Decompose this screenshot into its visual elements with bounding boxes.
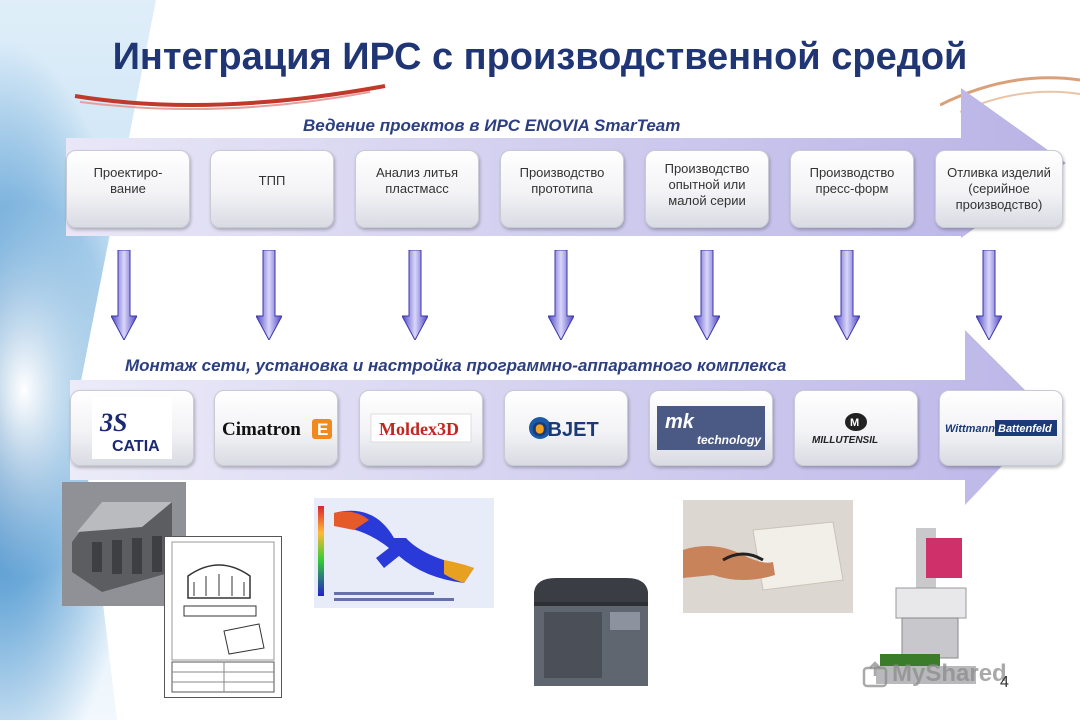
down-arrow: [111, 250, 137, 340]
down-arrow: [402, 250, 428, 340]
moldex3d-logo-text: Moldex3D: [379, 419, 459, 439]
down-arrow: [256, 250, 282, 340]
catia-logo: 3S CATIA: [92, 397, 172, 459]
band-label-network-setup: Монтаж сети, установка и настройка прогр…: [125, 356, 787, 375]
moldex3d-logo: Moldex3D: [370, 413, 472, 443]
stage-label: ТПП: [258, 172, 286, 188]
stage-label: Проектиро-вание: [93, 164, 163, 196]
cimatron-logo-accent: E: [317, 420, 328, 439]
stage-label: Производство пресс-форм: [809, 164, 895, 196]
down-arrow: [976, 250, 1002, 340]
millutensil-logo-box[interactable]: M MILLUTENSIL: [794, 390, 918, 466]
mk-technology-logo-box[interactable]: mk technology: [649, 390, 773, 466]
stage-label: Анализ литья пластмасс: [375, 164, 459, 196]
wittmann-logo-text: Wittmann: [945, 423, 995, 435]
injection-molding-machine-image: [876, 528, 976, 684]
prototype-part-photo: [683, 500, 853, 613]
mk-logo-subtext: technology: [697, 433, 762, 447]
band-label-project-management: Ведение проектов в ИРС ENOVIA SmarTeam: [303, 116, 681, 135]
stage-tpp[interactable]: ТПП: [210, 150, 334, 228]
objet-logo: OBJET: [529, 417, 599, 441]
stage-label: Производство опытной или малой серии: [664, 160, 750, 209]
stage-pilot-series[interactable]: Производство опытной или малой серии: [645, 150, 769, 228]
down-arrow: [548, 250, 574, 340]
svg-text:M: M: [850, 417, 859, 429]
stage-label: Производство прототипа: [519, 164, 605, 196]
page-number: 4: [1000, 674, 1009, 691]
stage-label: Отливка изделий (серийное производство): [947, 164, 1051, 213]
title-swoosh: [74, 84, 386, 111]
cimatron-logo-box[interactable]: Cimatron E: [214, 390, 338, 466]
catia-logo-box[interactable]: 3S CATIA: [70, 390, 194, 466]
watermark: MyShared: [892, 660, 1007, 687]
mold-flow-simulation-image: [314, 498, 494, 608]
catia-logo-text: CATIA: [112, 438, 160, 455]
stage-plastic-analysis[interactable]: Анализ литья пластмасс: [355, 150, 479, 228]
down-arrow: [834, 250, 860, 340]
battenfeld-logo-text: Battenfeld: [998, 423, 1052, 435]
moldex3d-logo-box[interactable]: Moldex3D: [359, 390, 483, 466]
stage-serial-casting[interactable]: Отливка изделий (серийное производство): [935, 150, 1063, 228]
mk-logo-text: mk: [665, 411, 695, 433]
svg-text:3S: 3S: [99, 408, 127, 437]
wittmann-battenfeld-logo-box[interactable]: Wittmann Battenfeld: [939, 390, 1063, 466]
cimatron-logo: Cimatron E: [222, 419, 332, 440]
share-icon: [862, 661, 888, 688]
down-arrow: [694, 250, 720, 340]
page-title: Интеграция ИРС с производственной средой: [112, 36, 968, 78]
mk-technology-logo: mk technology: [657, 406, 765, 450]
millutensil-logo-text: MILLUTENSIL: [812, 435, 878, 446]
stage-prototype[interactable]: Производство прототипа: [500, 150, 624, 228]
3d-printer-image: [534, 578, 648, 686]
objet-logo-box[interactable]: OBJET: [504, 390, 628, 466]
wittmann-battenfeld-logo: Wittmann Battenfeld: [945, 420, 1057, 436]
stage-design[interactable]: Проектиро-вание: [66, 150, 190, 228]
technical-drawing-image: [164, 536, 282, 698]
cimatron-logo-text: Cimatron: [222, 419, 301, 440]
millutensil-logo: M MILLUTENSIL: [812, 413, 878, 446]
stage-moulds[interactable]: Производство пресс-форм: [790, 150, 914, 228]
objet-logo-text: OBJET: [532, 419, 599, 441]
